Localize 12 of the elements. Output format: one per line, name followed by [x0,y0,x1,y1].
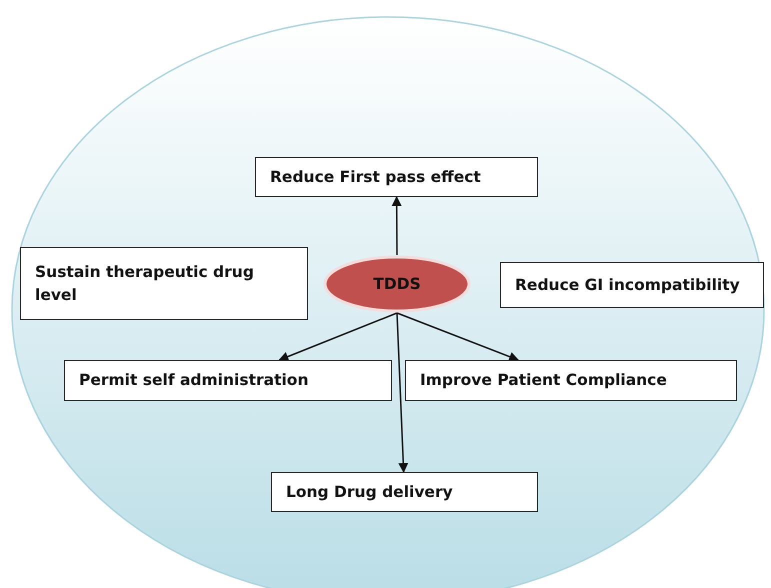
arrow [278,312,398,362]
text-box: Reduce GI incompatibility [500,262,764,308]
ellipse-node [323,255,471,313]
node-label: TDDS [373,275,421,293]
text-box: Improve Patient Compliance [405,360,737,401]
text-box: Reduce First pass effect [255,157,538,197]
text-box: Long Drug delivery [271,472,538,512]
arrow [396,312,408,473]
arrow [392,196,402,255]
text-box: Sustain therapeutic drug level [20,247,308,320]
text-box: Permit self administration [64,360,392,401]
arrow [396,312,520,362]
